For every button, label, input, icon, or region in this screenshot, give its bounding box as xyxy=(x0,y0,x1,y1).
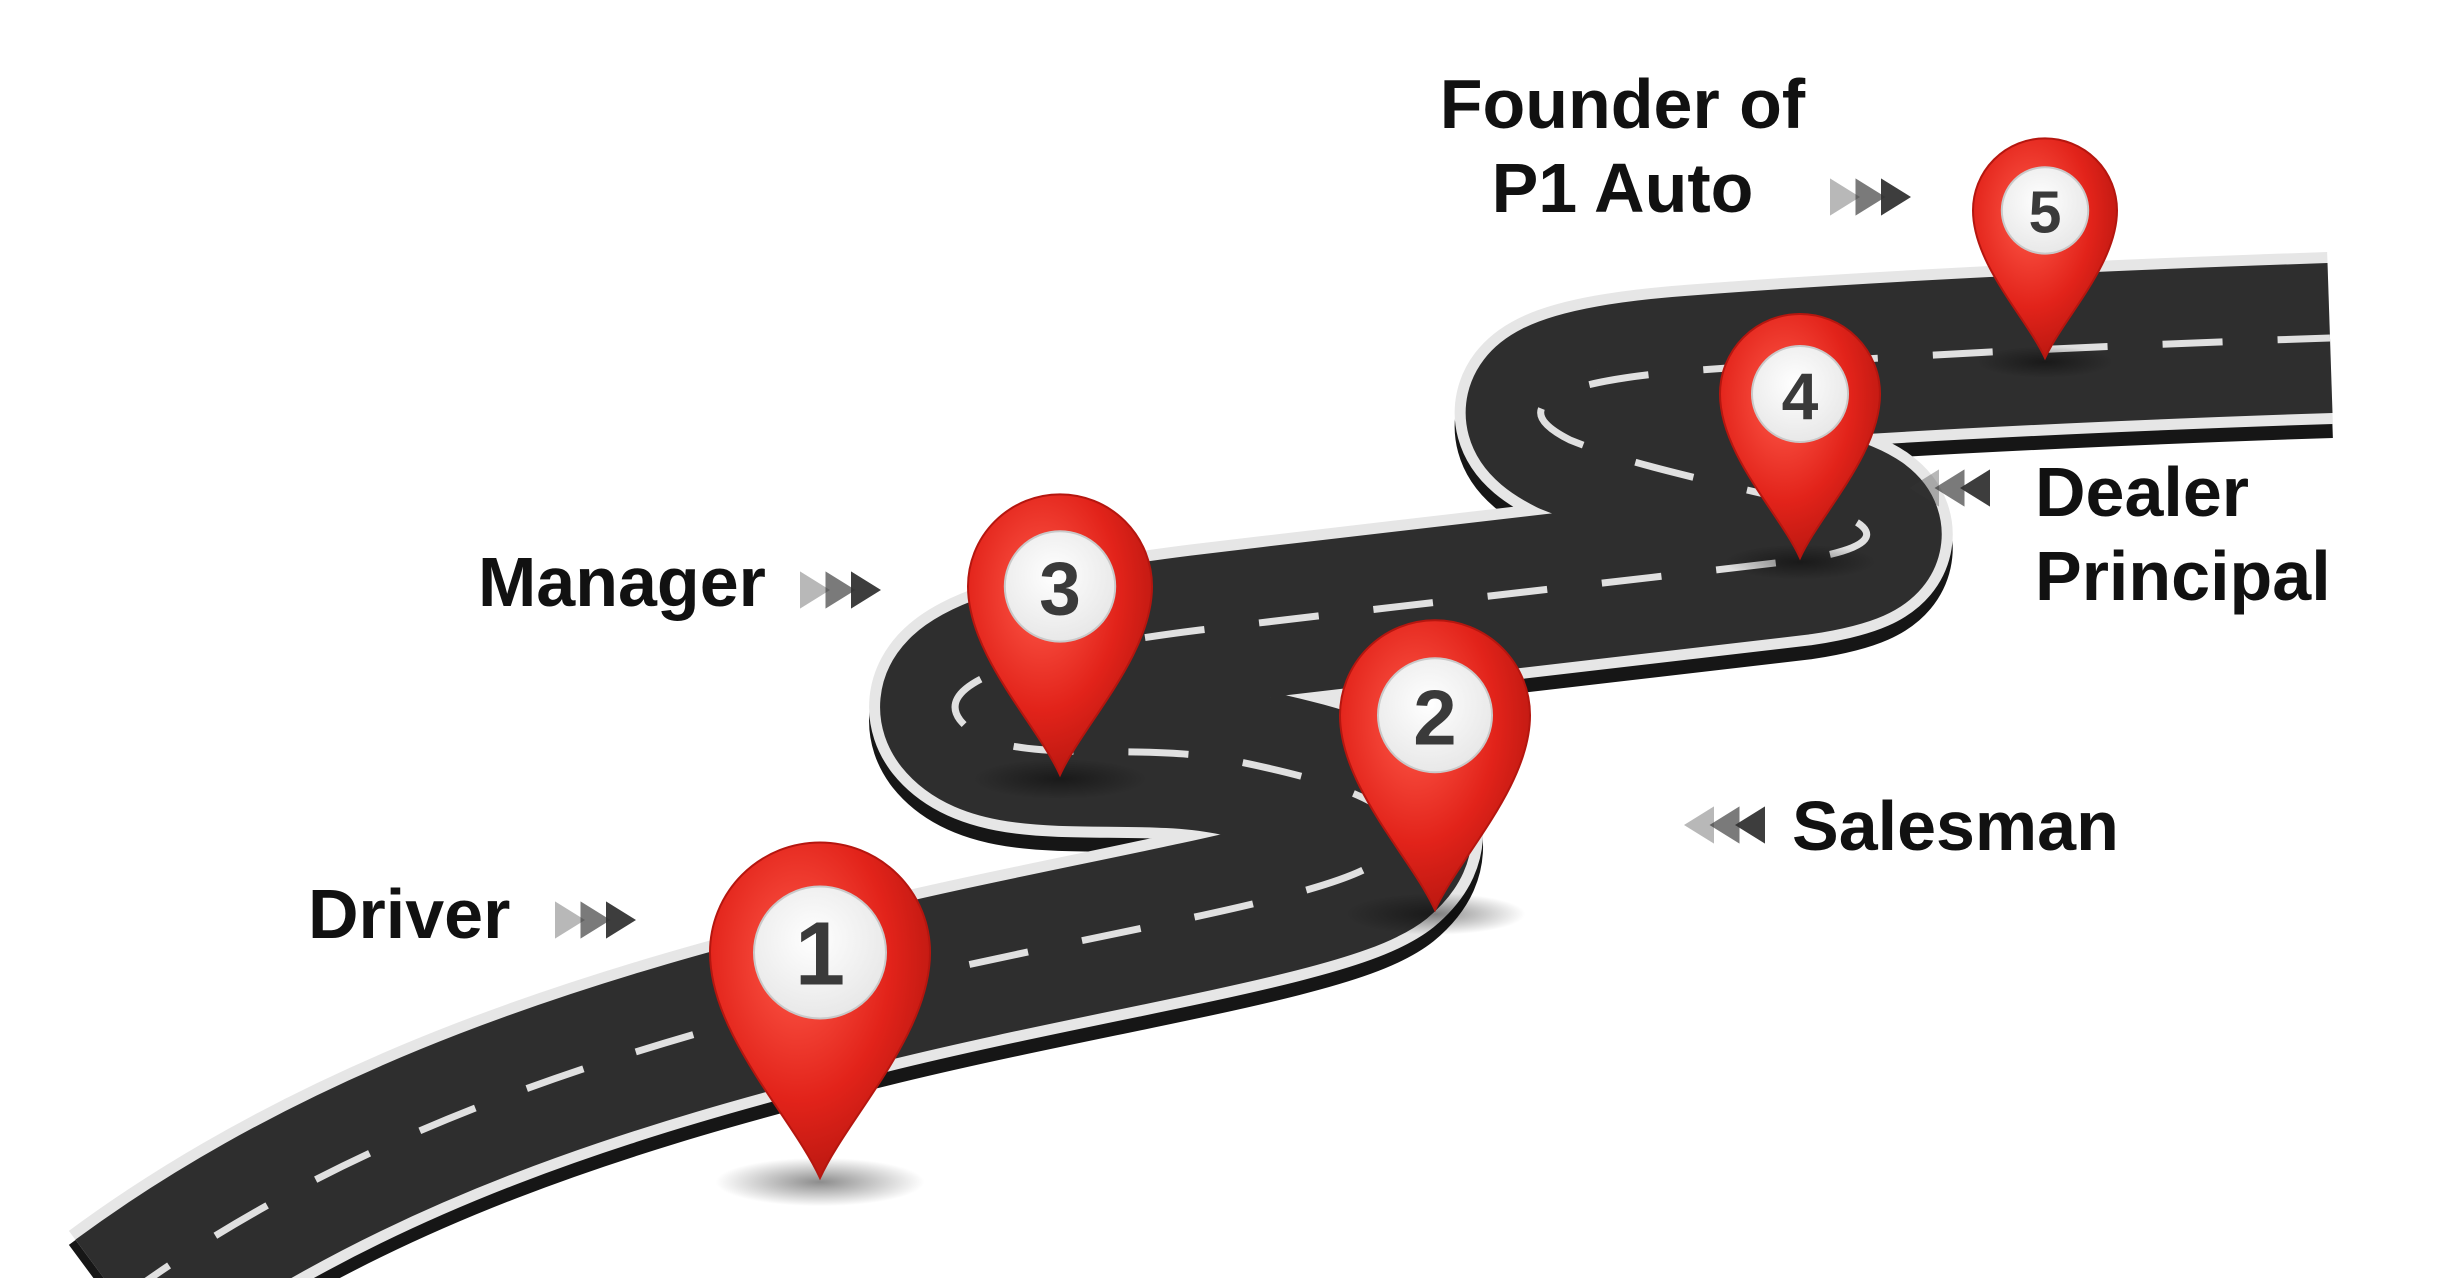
pin-number: 5 xyxy=(2029,179,2062,245)
pin-inner-disc xyxy=(1003,530,1117,643)
milestone-label-line: Principal xyxy=(2035,537,2331,615)
milestone-label-line: Salesman xyxy=(1792,787,2119,865)
map-pin-icon-3: 3 xyxy=(966,493,1154,800)
milestone-arrows xyxy=(555,178,1990,939)
chevron xyxy=(1960,469,1990,507)
chevron xyxy=(851,571,881,609)
milestone-label-line: P1 Auto xyxy=(1491,149,1754,227)
pin-shadow xyxy=(1344,893,1526,935)
pin-shadow xyxy=(1724,544,1876,580)
milestone-label-1: Driver xyxy=(308,872,510,956)
milestone-label-2: Salesman xyxy=(1792,784,2119,868)
triple-chevron-arrow-icon xyxy=(1830,178,1911,216)
chevron xyxy=(1830,178,1860,216)
chevron xyxy=(1855,178,1886,216)
milestone-label-line: Driver xyxy=(308,875,511,953)
map-pin-icon-5: 5 xyxy=(1971,137,2119,378)
pin-shadow xyxy=(715,1157,925,1207)
pin-inner-disc xyxy=(1751,345,1849,443)
chevron xyxy=(606,901,636,939)
pin-number: 2 xyxy=(1413,673,1456,761)
triple-chevron-arrow-icon xyxy=(800,571,881,609)
road-center-dashes xyxy=(144,334,2331,1278)
chevron xyxy=(1709,806,1740,844)
chevron xyxy=(1934,469,1965,507)
chevron xyxy=(1909,469,1939,507)
milestone-label-3: Manager xyxy=(478,540,766,624)
pin-shadow xyxy=(972,758,1148,800)
pin-inner-disc xyxy=(753,885,887,1020)
pin-number: 1 xyxy=(795,905,845,1005)
chevron xyxy=(1735,806,1765,844)
milestone-label-line: Manager xyxy=(478,543,766,621)
map-pin-icon-2: 2 xyxy=(1338,619,1532,935)
map-pin-icon-4: 4 xyxy=(1718,313,1882,580)
milestone-label-line: Dealer xyxy=(2035,453,2250,531)
chevron xyxy=(1881,178,1911,216)
pin-inner-disc xyxy=(1377,657,1493,774)
pin-number: 4 xyxy=(1782,359,1819,433)
triple-chevron-arrow-icon xyxy=(555,901,636,939)
map-pin-icon-1: 1 xyxy=(708,841,932,1207)
triple-chevron-arrow-icon xyxy=(1909,469,1990,507)
milestone-pins: 1 2 3 4 5 xyxy=(708,137,2119,1207)
chevron xyxy=(800,571,830,609)
triple-chevron-arrow-icon xyxy=(1684,806,1765,844)
chevron xyxy=(1684,806,1714,844)
chevron xyxy=(825,571,856,609)
pin-shadow xyxy=(1976,346,2114,378)
chevron xyxy=(580,901,611,939)
pin-number: 3 xyxy=(1039,546,1081,630)
chevron xyxy=(555,901,585,939)
pin-inner-disc xyxy=(2000,166,2090,255)
milestone-label-line: Founder of xyxy=(1439,65,1806,143)
